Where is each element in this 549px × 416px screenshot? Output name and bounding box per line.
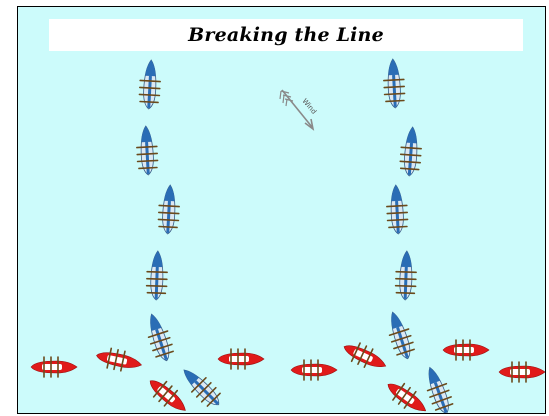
wind-arrow-icon xyxy=(279,89,315,131)
blue-galley-icon xyxy=(175,361,228,413)
red-galley-icon xyxy=(381,375,433,413)
red-galley-icon xyxy=(498,361,545,383)
red-galley-icon xyxy=(142,372,193,413)
blue-galley-icon xyxy=(156,183,182,236)
diagram-title: Breaking the Line xyxy=(188,24,384,46)
battle-scene: Wind xyxy=(30,57,545,413)
red-galley-icon xyxy=(30,356,78,378)
red-galley-icon xyxy=(290,359,338,381)
title-banner: Breaking the Line xyxy=(49,19,523,51)
red-galley-icon xyxy=(339,336,391,377)
diagram-canvas: Breaking the Line xyxy=(17,6,546,414)
blue-galley-icon xyxy=(140,309,178,366)
blue-galley-icon xyxy=(137,58,163,111)
blue-galley-icon xyxy=(397,124,425,179)
blue-galley-icon xyxy=(393,249,419,302)
blue-galley-icon xyxy=(381,307,419,364)
red-galley-icon xyxy=(93,344,145,376)
red-galley-icon xyxy=(217,348,265,370)
blue-galley-icon xyxy=(144,249,170,302)
blue-galley-icon xyxy=(134,124,160,177)
red-galley-icon xyxy=(442,339,490,361)
blue-galley-icon xyxy=(418,362,458,413)
blue-galley-icon xyxy=(381,57,407,110)
wind-label: Wind xyxy=(300,97,317,116)
blue-galley-icon xyxy=(384,183,410,236)
